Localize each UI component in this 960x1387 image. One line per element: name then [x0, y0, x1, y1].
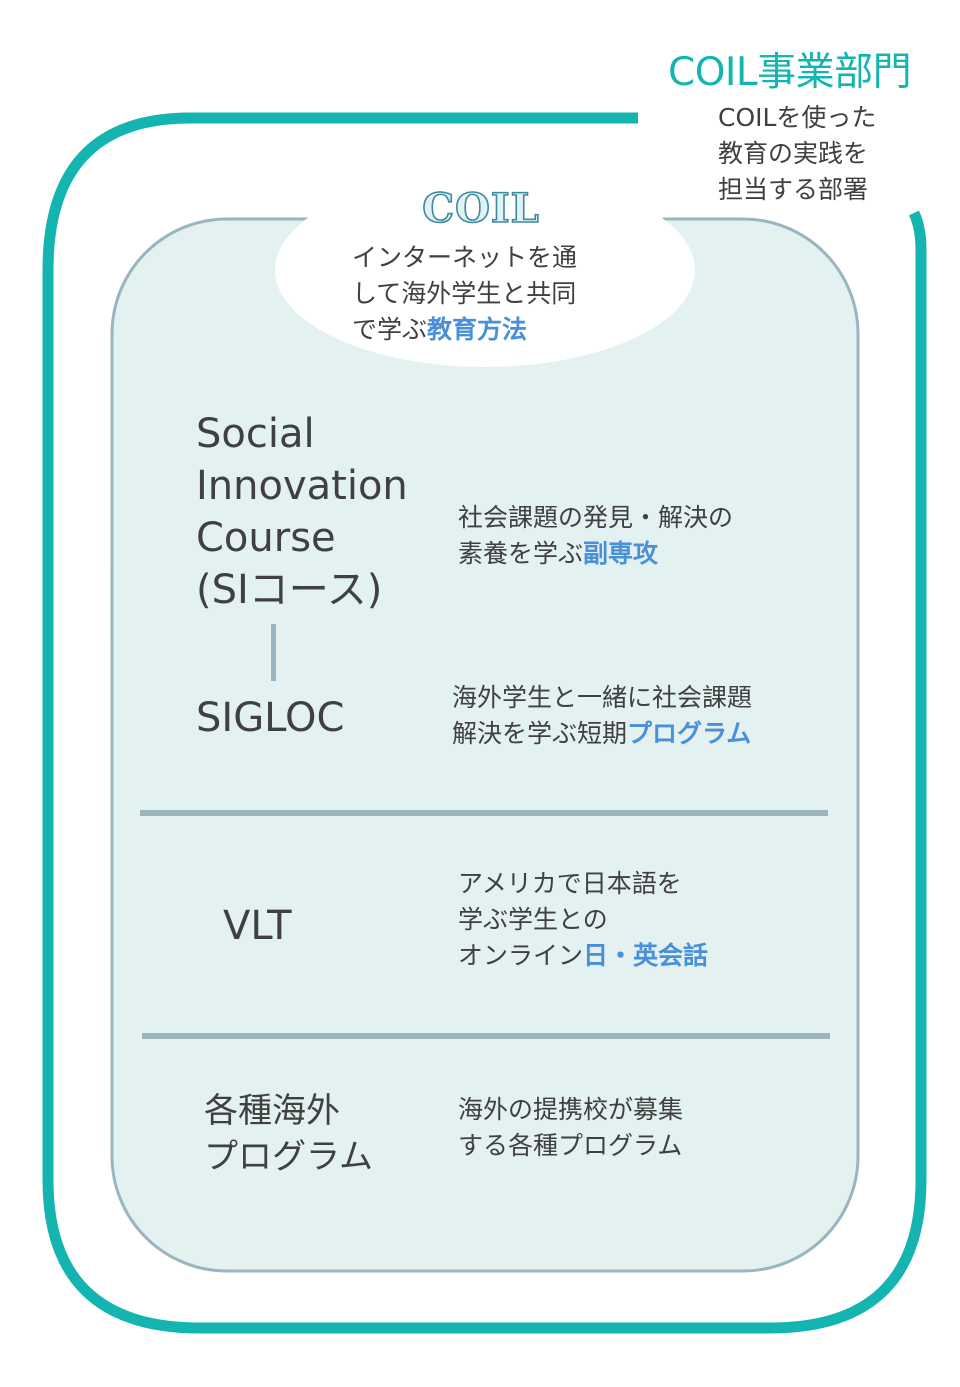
coil-definition-line: で学ぶ教育方法 — [352, 312, 577, 348]
program-sigloc-description: 海外学生と一緒に社会課題 解決を学ぶ短期プログラム — [452, 680, 752, 752]
program-description-line: 解決を学ぶ短期プログラム — [452, 716, 752, 752]
program-description-plain: オンライン — [458, 941, 584, 970]
program-vlt-name: VLT — [223, 903, 292, 949]
svg-text:COIL: COIL — [422, 185, 540, 230]
program-sigloc-name: SIGLOC — [196, 695, 345, 741]
program-description-line: 海外の提携校が募集 — [458, 1095, 684, 1124]
section-divider — [140, 810, 828, 816]
coil-definition-plain: で学ぶ — [352, 315, 428, 344]
program-vlt-description: アメリカで日本語を 学ぶ学生との オンライン日・英会話 — [458, 866, 708, 974]
program-description-line: オンライン日・英会話 — [458, 938, 708, 974]
program-si-course-description: 社会課題の発見・解決の 素養を学ぶ副専攻 — [458, 500, 733, 572]
department-description-line: COILを使った — [718, 103, 877, 132]
coil-bubble — [275, 173, 695, 367]
program-name-line: Course — [196, 515, 336, 561]
coil-definition: インターネットを通 して海外学生と共同 で学ぶ教育方法 — [352, 240, 577, 348]
program-connector-line — [271, 624, 276, 681]
department-outer-border — [42, 112, 927, 1334]
program-overseas-name: 各種海外 プログラム — [204, 1088, 373, 1180]
program-name-line: プログラム — [204, 1137, 373, 1177]
program-overseas-description: 海外の提携校が募集 する各種プログラム — [458, 1092, 683, 1164]
program-name-line: 各種海外 — [204, 1091, 340, 1131]
program-name-line: Innovation — [196, 463, 408, 509]
program-description-line: アメリカで日本語を — [458, 869, 682, 898]
department-description: COILを使った 教育の実践を 担当する部署 — [718, 100, 876, 208]
department-description-line: 教育の実践を — [718, 139, 869, 168]
program-description-line: 社会課題の発見・解決の — [458, 503, 734, 532]
program-description-line: 海外学生と一緒に社会課題 — [452, 683, 753, 712]
coil-definition-line: インターネットを通 — [352, 243, 578, 272]
coil-definition-highlight: 教育方法 — [427, 315, 528, 344]
program-name-line: Social — [196, 411, 315, 457]
department-title: COIL事業部門 — [668, 50, 912, 95]
program-description-line: する各種プログラム — [458, 1131, 683, 1160]
program-description-line: 学ぶ学生との — [458, 905, 608, 934]
coil-logo-icon: COIL — [421, 184, 540, 230]
program-description-plain: 解決を学ぶ短期 — [452, 719, 628, 748]
program-description-plain: 素養を学ぶ — [458, 539, 584, 568]
section-divider — [142, 1033, 830, 1039]
program-si-course-name: Social Innovation Course (SIコース) — [196, 408, 408, 616]
department-description-line: 担当する部署 — [718, 175, 869, 204]
program-description-highlight: 日・英会話 — [583, 941, 709, 970]
program-description-highlight: プログラム — [627, 719, 752, 748]
program-description-highlight: 副専攻 — [583, 539, 659, 568]
program-description-line: 素養を学ぶ副専攻 — [458, 536, 733, 572]
program-name-line: (SIコース) — [196, 567, 383, 613]
coil-definition-line: して海外学生と共同 — [352, 279, 577, 308]
